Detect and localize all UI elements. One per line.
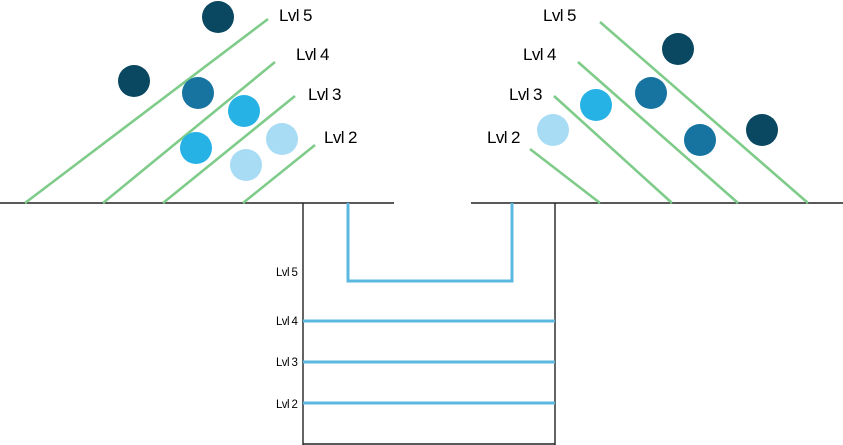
right-lvl5-ball-2 [746, 114, 778, 146]
pit-label-lvl3: Lvl 3 [276, 357, 297, 369]
right-label-lvl5: Lvl 5 [543, 6, 576, 25]
left-level-4-line [102, 60, 276, 205]
pit-level-5-line [346, 203, 514, 283]
right-lvl3-ball [580, 89, 612, 121]
left-lvl5-ball-1 [202, 1, 234, 33]
right-label-lvl3: Lvl 3 [509, 85, 542, 104]
right-level-2-line [529, 147, 601, 205]
left-slope-balls [118, 1, 298, 181]
right-level-3-line [553, 95, 673, 204]
left-label-lvl2: Lvl 2 [324, 128, 357, 147]
left-lvl3-ball-2 [180, 132, 212, 164]
pit-label-lvl4: Lvl 4 [276, 316, 298, 328]
left-label-lvl4: Lvl 4 [296, 45, 329, 64]
left-label-lvl3: Lvl 3 [308, 85, 341, 104]
right-lvl4-ball-2 [684, 124, 716, 156]
pit-label-lvl5: Lvl 5 [276, 267, 297, 279]
right-label-lvl4: Lvl 4 [523, 45, 556, 64]
left-level-5-line [24, 17, 269, 205]
left-lvl4-ball [182, 77, 214, 109]
right-lvl4-ball-1 [635, 77, 667, 109]
left-level-3-line [162, 94, 296, 205]
right-level-5-line [599, 21, 809, 204]
right-lvl2-ball [537, 114, 569, 146]
right-label-lvl2: Lvl 2 [487, 128, 520, 147]
left-label-lvl5: Lvl 5 [279, 6, 312, 25]
left-lvl5-ball-2 [118, 65, 150, 97]
right-slope-balls [537, 33, 778, 156]
left-slope-level-lines [24, 17, 316, 205]
left-level-2-line [242, 143, 316, 205]
pit-label-lvl2: Lvl 2 [276, 399, 297, 411]
left-lvl2-ball-2 [230, 149, 262, 181]
pit-outline [302, 203, 556, 445]
left-lvl3-ball-1 [228, 95, 260, 127]
left-lvl2-ball-1 [266, 123, 298, 155]
pit-water-levels [303, 203, 555, 405]
right-lvl5-ball-1 [662, 33, 694, 65]
right-slope-level-lines [529, 21, 809, 205]
right-level-4-line [577, 61, 739, 204]
